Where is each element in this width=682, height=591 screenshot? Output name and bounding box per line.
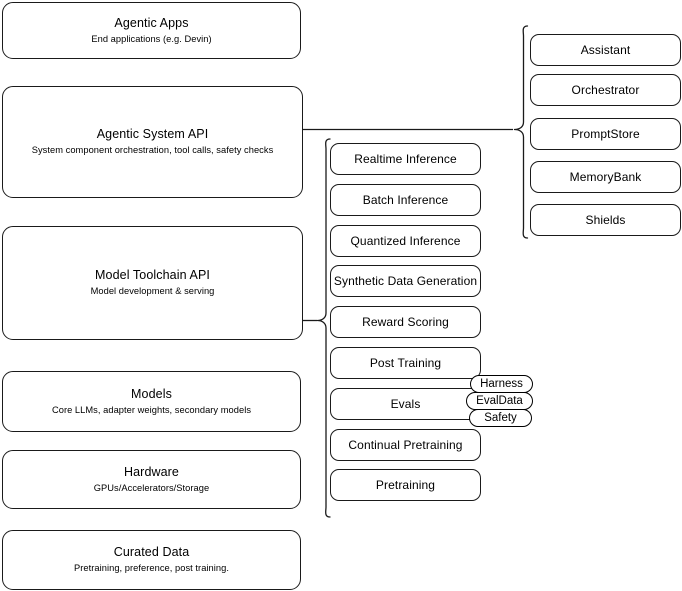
toolchain-box-pretraining[interactable]: Pretraining (330, 469, 481, 501)
system-box-shields[interactable]: Shields (530, 204, 681, 236)
layer-subtitle: Pretraining, preference, post training. (74, 563, 229, 573)
layer-box-model-toolchain-api[interactable]: Model Toolchain API Model development & … (2, 226, 303, 340)
toolchain-box-evals[interactable]: Evals (330, 388, 481, 420)
toolchain-label: Reward Scoring (362, 315, 449, 329)
layer-subtitle: System component orchestration, tool cal… (31, 145, 274, 155)
layer-box-agentic-system-api[interactable]: Agentic System API System component orch… (2, 86, 303, 198)
toolchain-label: Quantized Inference (350, 234, 461, 248)
toolchain-box-quantized-inference[interactable]: Quantized Inference (330, 225, 481, 257)
layer-subtitle: Model development & serving (90, 286, 215, 296)
eval-pill-harness[interactable]: Harness (470, 375, 533, 393)
layer-title: Models (131, 386, 172, 401)
toolchain-box-post-training[interactable]: Post Training (330, 347, 481, 379)
layer-box-agentic-apps[interactable]: Agentic Apps End applications (e.g. Devi… (2, 2, 301, 59)
layer-title: Hardware (124, 464, 179, 479)
toolchain-label: Pretraining (375, 478, 436, 492)
toolchain-box-reward-scoring[interactable]: Reward Scoring (330, 306, 481, 338)
toolchain-label: Batch Inference (362, 193, 449, 207)
toolchain-box-continual-pretraining[interactable]: Continual Pretraining (330, 429, 481, 461)
eval-pill-evaldata[interactable]: EvalData (466, 392, 533, 410)
layer-box-hardware[interactable]: Hardware GPUs/Accelerators/Storage (2, 450, 301, 509)
system-label: PromptStore (571, 127, 640, 141)
toolchain-components-brace (316, 138, 331, 518)
layer-box-curated-data[interactable]: Curated Data Pretraining, preference, po… (2, 530, 301, 590)
eval-pill-safety[interactable]: Safety (469, 409, 532, 427)
layer-box-models[interactable]: Models Core LLMs, adapter weights, secon… (2, 371, 301, 432)
system-label: MemoryBank (569, 170, 642, 184)
system-box-orchestrator[interactable]: Orchestrator (530, 74, 681, 106)
system-label: Assistant (580, 43, 631, 57)
layer-title: Model Toolchain API (95, 268, 210, 282)
toolchain-box-synthetic-data-generation[interactable]: Synthetic Data Generation (330, 265, 481, 297)
eval-pill-label: Harness (480, 377, 523, 390)
layer-title: Agentic Apps (114, 15, 189, 30)
layer-title: Agentic System API (96, 127, 209, 141)
system-box-assistant[interactable]: Assistant (530, 34, 681, 66)
system-box-memorybank[interactable]: MemoryBank (530, 161, 681, 193)
eval-pill-label: EvalData (476, 394, 523, 407)
toolchain-label: Evals (390, 397, 421, 411)
toolchain-label: Synthetic Data Generation (333, 274, 478, 288)
system-label: Orchestrator (571, 83, 640, 97)
toolchain-label: Realtime Inference (354, 152, 457, 166)
system-components-brace (513, 25, 529, 239)
toolchain-label: Post Training (369, 356, 442, 370)
layer-subtitle: Core LLMs, adapter weights, secondary mo… (51, 404, 252, 415)
layer-title: Curated Data (113, 545, 190, 559)
layer-subtitle: End applications (e.g. Devin) (91, 33, 212, 44)
toolchain-box-realtime-inference[interactable]: Realtime Inference (330, 143, 481, 175)
toolchain-box-batch-inference[interactable]: Batch Inference (330, 184, 481, 216)
toolchain-label: Continual Pretraining (348, 438, 463, 452)
system-label: Shields (585, 213, 626, 227)
eval-pill-label: Safety (484, 411, 517, 424)
system-box-promptstore[interactable]: PromptStore (530, 118, 681, 150)
layer-subtitle: GPUs/Accelerators/Storage (93, 482, 210, 493)
